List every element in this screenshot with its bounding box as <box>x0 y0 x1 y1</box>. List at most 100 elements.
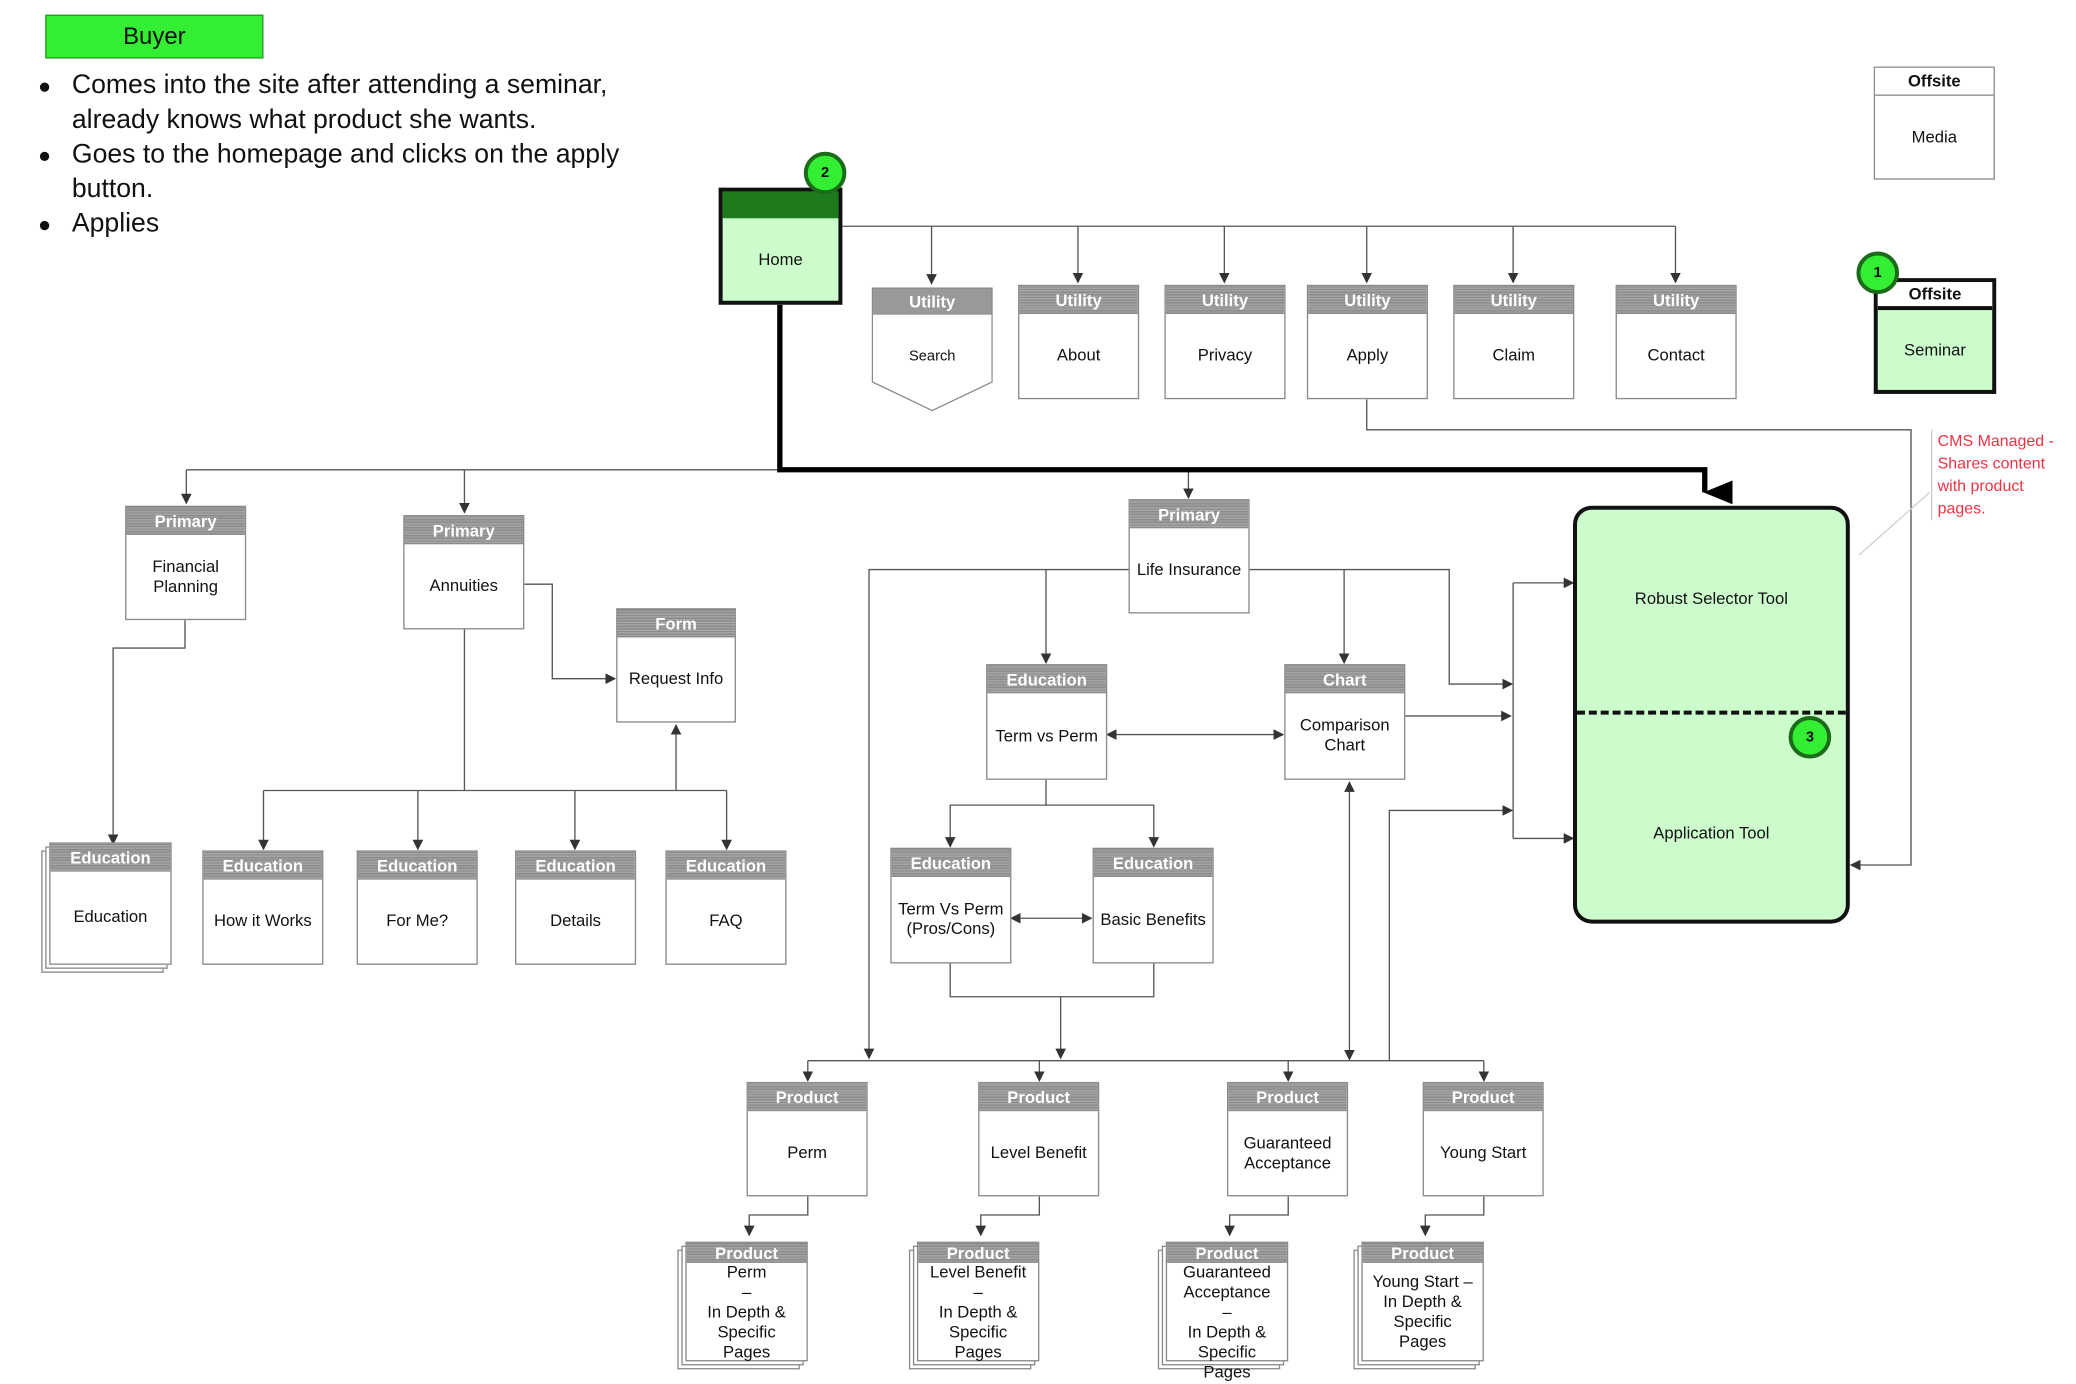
node-label: Media <box>1911 127 1957 146</box>
node-header: Primary <box>126 507 245 535</box>
education-term-vs-perm-node[interactable]: Education Term vs Perm <box>986 664 1108 780</box>
utility-contact-node[interactable]: Utility Contact <box>1615 284 1737 400</box>
scenario-step: Comes into the site after attending a se… <box>37 69 662 137</box>
utility-claim-node[interactable]: Utility Claim <box>1453 284 1575 400</box>
scenario-step: Goes to the homepage and clicks on the a… <box>37 138 662 206</box>
node-label: Term Vs Perm (Pros/Cons) <box>898 899 1004 939</box>
node-header <box>722 191 839 219</box>
utility-apply-node[interactable]: Utility Apply <box>1306 284 1428 400</box>
node-header: Form <box>617 609 735 638</box>
application-tool-label[interactable]: Application Tool <box>1653 823 1770 843</box>
node-header: Education <box>357 851 477 880</box>
node-header: Education <box>50 843 171 872</box>
node-label: Term vs Perm <box>995 725 1098 745</box>
form-request-info-node[interactable]: Form Request Info <box>616 608 736 723</box>
product-pages-perm-stack[interactable]: Product Perm – In Depth & Specific Pages <box>677 1241 808 1370</box>
cms-managed-note: CMS Managed - Shares content with produc… <box>1930 429 2075 521</box>
node-label: For Me? <box>386 911 449 931</box>
education-how-it-works-node[interactable]: Education How it Works <box>202 850 324 965</box>
node-header: Utility <box>909 292 956 311</box>
node-header: Primary <box>404 516 524 545</box>
node-header: Education <box>1093 849 1213 877</box>
node-label: Search <box>909 348 956 365</box>
education-details-node[interactable]: Education Details <box>515 850 637 965</box>
education-for-me-node[interactable]: Education For Me? <box>356 850 478 965</box>
node-header: Utility <box>1019 286 1138 315</box>
utility-about-node[interactable]: Utility About <box>1018 284 1140 400</box>
node-header: Product <box>747 1083 867 1112</box>
utility-privacy-node[interactable]: Utility Privacy <box>1164 284 1286 400</box>
step-badge-1: 1 <box>1856 251 1900 295</box>
product-perm-node[interactable]: Product Perm <box>746 1081 868 1197</box>
utility-search-node[interactable]: Utility Search <box>871 287 993 412</box>
node-label: Guaranteed Acceptance – In Depth & Speci… <box>1183 1262 1271 1382</box>
node-header: Education <box>987 665 1106 694</box>
education-basic-benefits-node[interactable]: Education Basic Benefits <box>1092 847 1214 964</box>
node-label: Home <box>758 249 803 269</box>
node-header: Offsite <box>1875 67 1994 96</box>
node-header: Offsite <box>1877 282 1993 311</box>
node-label: Life Insurance <box>1136 560 1242 579</box>
node-label: Comparison Chart <box>1299 715 1390 755</box>
node-label: Claim <box>1492 346 1536 365</box>
node-header: Education <box>516 851 635 880</box>
education-faq-node[interactable]: Education FAQ <box>665 850 787 965</box>
product-pages-level-benefit-stack[interactable]: Product Level Benefit – In Depth & Speci… <box>908 1241 1040 1370</box>
node-label: Details <box>550 911 602 931</box>
product-pages-guaranteed-acceptance-stack[interactable]: Product Guaranteed Acceptance – In Depth… <box>1157 1241 1289 1381</box>
node-label: Financial Planning <box>152 556 219 596</box>
tool-divider <box>1576 710 1846 715</box>
node-header: Utility <box>1165 286 1285 315</box>
offsite-media-node[interactable]: Offsite Media <box>1873 66 1995 180</box>
offsite-seminar-node[interactable]: Offsite Seminar <box>1873 278 1997 394</box>
node-header: Product <box>1228 1083 1347 1112</box>
primary-life-insurance-node[interactable]: Primary Life Insurance <box>1128 499 1250 614</box>
node-label: Young Start <box>1440 1143 1527 1162</box>
persona-label: Buyer <box>45 14 264 59</box>
node-header: Product <box>918 1242 1039 1263</box>
product-level-benefit-node[interactable]: Product Level Benefit <box>978 1081 1100 1197</box>
node-label: Seminar <box>1904 340 1966 359</box>
node-label: Perm – In Depth & Specific Pages <box>707 1262 786 1362</box>
product-pages-node: Product Perm – In Depth & Specific Pages <box>685 1241 808 1362</box>
node-label: Level Benefit – In Depth & Specific Page… <box>930 1262 1027 1362</box>
node-header: Education <box>666 851 786 880</box>
node-header: Product <box>1362 1242 1483 1263</box>
node-label: Request Info <box>628 669 724 689</box>
node-header: Utility <box>1454 286 1574 315</box>
node-header: Education <box>203 851 323 880</box>
node-label: Annuities <box>429 576 499 595</box>
node-label: Apply <box>1346 346 1389 365</box>
chart-comparison-node[interactable]: Chart Comparison Chart <box>1284 664 1406 780</box>
node-label: How it Works <box>213 911 312 931</box>
node-label: FAQ <box>709 911 743 931</box>
node-label: Privacy <box>1197 346 1253 365</box>
selector-application-tool[interactable]: Robust Selector Tool Application Tool <box>1573 505 1850 924</box>
product-guaranteed-acceptance-node[interactable]: Product Guaranteed Acceptance <box>1226 1081 1349 1197</box>
scenario-list: Comes into the site after attending a se… <box>37 69 662 243</box>
node-header: Primary <box>1129 500 1249 529</box>
node-label: Contact <box>1647 346 1705 365</box>
node-label: Young Start – In Depth & Specific Pages <box>1372 1271 1473 1351</box>
node-header: Product <box>1167 1242 1287 1263</box>
node-header: Utility <box>1308 286 1427 315</box>
home-node[interactable]: Home <box>718 187 843 305</box>
primary-annuities-node[interactable]: Primary Annuities <box>403 515 525 630</box>
primary-financial-planning-node[interactable]: Primary Financial Planning <box>125 505 247 621</box>
product-pages-node: Product Young Start – In Depth & Specifi… <box>1361 1241 1484 1362</box>
product-pages-node: Product Guaranteed Acceptance – In Depth… <box>1165 1241 1289 1381</box>
node-label: Perm <box>787 1143 828 1162</box>
robust-selector-tool-label[interactable]: Robust Selector Tool <box>1634 589 1789 609</box>
product-young-start-node[interactable]: Product Young Start <box>1422 1081 1544 1197</box>
step-badge-3: 3 <box>1788 715 1832 759</box>
node-label: Guaranteed Acceptance <box>1243 1133 1332 1172</box>
education-stack[interactable]: Education Education <box>41 842 172 973</box>
node-header: Product <box>1423 1083 1543 1112</box>
node-header: Chart <box>1285 665 1404 694</box>
education-pros-cons-node[interactable]: Education Term Vs Perm (Pros/Cons) <box>890 847 1012 964</box>
product-pages-young-start-stack[interactable]: Product Young Start – In Depth & Specifi… <box>1353 1241 1484 1370</box>
node-header: Utility <box>1616 286 1736 315</box>
node-header: Education <box>891 849 1011 877</box>
